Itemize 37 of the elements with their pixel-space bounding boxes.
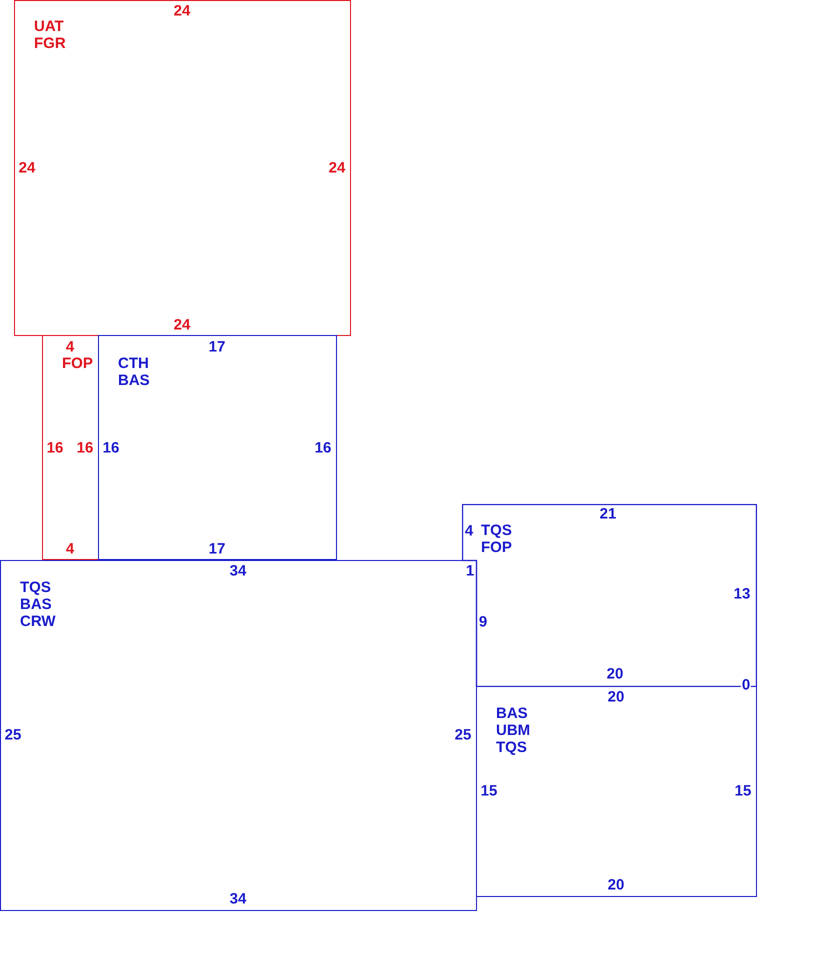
dimension-label: 9 — [478, 614, 488, 630]
room-outline — [98, 335, 337, 560]
room-code-label: TQS FOP — [481, 522, 512, 556]
dimension-label: 4 — [464, 524, 474, 538]
dimension-label: 4 — [66, 542, 74, 556]
dimension-label: 16 — [46, 440, 64, 456]
dimension-label: 1 — [466, 564, 474, 578]
dimension-label: 0 — [740, 678, 752, 692]
room-code-label: BAS UBM TQS — [496, 705, 530, 756]
dimension-label: 16 — [76, 440, 94, 456]
dimension-label: 4 — [66, 340, 74, 354]
dimension-label: 17 — [208, 542, 226, 556]
dimension-label: 24 — [18, 160, 36, 176]
dimension-label: 25 — [4, 728, 22, 742]
dimension-label: 15 — [734, 784, 752, 798]
room-outline — [0, 560, 477, 911]
dimension-label: 16 — [102, 440, 120, 456]
room-outline — [42, 335, 99, 560]
dimension-label: 34 — [230, 564, 246, 578]
room-code-label: CTH BAS — [118, 355, 150, 389]
room-code-label: UAT FGR — [34, 18, 66, 52]
dimension-label: 21 — [600, 506, 616, 522]
dimension-label: 15 — [480, 784, 498, 798]
dimension-label: 24 — [174, 318, 190, 332]
dimension-label: 24 — [174, 4, 190, 18]
dimension-label: 17 — [208, 340, 226, 354]
room-code-label: FOP — [62, 355, 93, 372]
dimension-label: 20 — [608, 878, 624, 892]
dimension-label: 13 — [734, 586, 750, 602]
room-outline — [14, 0, 351, 336]
dimension-label: 20 — [606, 666, 624, 682]
dimension-label: 20 — [608, 690, 624, 704]
dimension-label: 34 — [230, 892, 246, 906]
dimension-label: 24 — [328, 160, 346, 176]
dimension-label: 25 — [454, 728, 472, 742]
room-code-label: TQS BAS CRW — [20, 579, 56, 630]
dimension-label: 16 — [314, 440, 332, 456]
